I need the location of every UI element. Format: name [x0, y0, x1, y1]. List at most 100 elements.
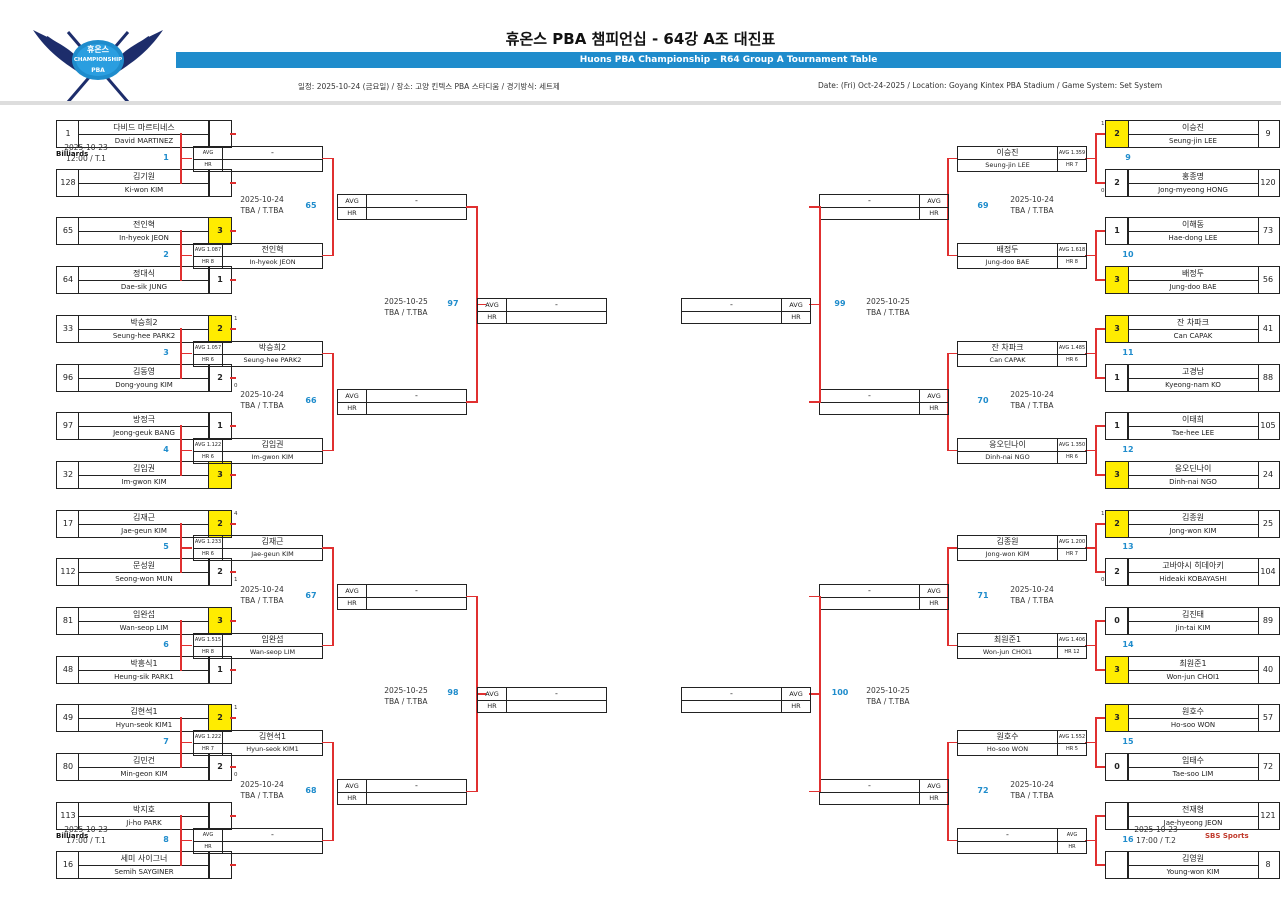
avg-label: AVG: [194, 828, 223, 842]
round8-player: -: [507, 299, 606, 312]
round32-player-english: [958, 841, 1057, 853]
round32-player-english: Jung-doo BAE: [985, 257, 1030, 266]
bracket-line: [947, 741, 957, 743]
round32-player-korean: -: [958, 829, 1057, 842]
avg-label: AVG: [781, 298, 810, 312]
set-score: 2: [208, 364, 232, 392]
round32-player-korean: 배정두: [958, 244, 1057, 257]
player-name-english: Hae-dong LEE: [1128, 231, 1258, 244]
round8-player-english: [682, 700, 781, 712]
match-date: 2025-10-24: [1010, 195, 1054, 204]
seed-number: 9: [1257, 120, 1280, 148]
page-title: 휴온스 PBA 챔피언십 - 64강 A조 대진표: [505, 30, 776, 48]
player-name-korean: 이태희: [1181, 415, 1205, 424]
match-number: 97: [447, 298, 459, 308]
round16-player-english: [820, 792, 919, 804]
bracket-line: [809, 303, 819, 305]
bracket-line: [230, 571, 236, 573]
match-time: TBA / T.TBA: [384, 697, 428, 707]
player-name-block: 세미 사이그너 Semih SAYGINER: [78, 851, 210, 879]
player-name-english: Jong-won KIM: [1128, 524, 1258, 537]
set-score: 2: [1105, 120, 1129, 148]
set-score: 3: [208, 217, 232, 245]
player-name-english: Dinh-nai NGO: [1128, 475, 1258, 488]
bracket-line: [947, 157, 949, 256]
tiebreak-score: 0: [1101, 577, 1105, 583]
match-date: 2025-10-25: [384, 296, 428, 306]
round8-player: -: [682, 688, 781, 702]
match-time: 17:00 / T.2: [1136, 835, 1176, 845]
bracket-line: [819, 595, 821, 792]
seed-number: 113: [56, 802, 79, 830]
bracket-line: [230, 425, 236, 427]
seed-number: 112: [56, 558, 79, 586]
avg-label: AVG 1.222: [194, 730, 223, 744]
bracket-line: [947, 547, 957, 549]
set-score: 3: [1105, 704, 1129, 732]
match-time: TBA / T.TBA: [1010, 206, 1054, 215]
player-name-korean: 세미 사이그너: [120, 854, 168, 863]
avg-label: AVG 1.200: [1057, 536, 1086, 549]
hr-label: HR: [338, 207, 367, 219]
bracket-line: [230, 230, 236, 232]
player-name-english: Semih SAYGINER: [79, 865, 209, 878]
set-score: 2: [208, 704, 232, 732]
hr-label: HR: [478, 700, 507, 713]
bracket-line: [1085, 157, 1095, 159]
match-time: TBA / T.TBA: [1010, 401, 1054, 410]
set-score: [208, 169, 232, 197]
match-number: 71: [977, 590, 989, 600]
seed-number: 1: [56, 120, 79, 148]
set-score: 3: [1105, 656, 1129, 684]
match-time: TBA / T.TBA: [240, 401, 284, 410]
match-date: 2025-10-24: [240, 195, 284, 204]
player-name-english: Wan-seop LIM: [79, 621, 209, 634]
round16-player-english: [367, 207, 466, 219]
bracket-line: [230, 133, 236, 135]
match-number: 5: [163, 542, 169, 551]
round16-player-english: [367, 597, 466, 609]
bracket-line: [809, 693, 819, 695]
match-time: TBA / T.TBA: [1010, 790, 1054, 800]
hr-label: HR: [919, 596, 948, 609]
bracket-line: [322, 254, 332, 256]
avg-label: AVG: [194, 146, 223, 160]
set-score: [208, 851, 232, 879]
bracket-line: [180, 741, 192, 743]
player-name-english: Jeong-geuk BANG: [79, 426, 209, 439]
avg-label: AVG: [1057, 828, 1086, 842]
bracket-line: [230, 766, 236, 768]
hr-label: HR: [781, 700, 810, 713]
match-number: 15: [1122, 736, 1134, 746]
tiebreak-score: 4: [234, 511, 238, 517]
bracket-line: [322, 644, 332, 646]
set-score: 0: [1105, 607, 1129, 635]
round32-player-korean: 김재근: [223, 536, 322, 549]
match-number: 100: [831, 688, 849, 698]
